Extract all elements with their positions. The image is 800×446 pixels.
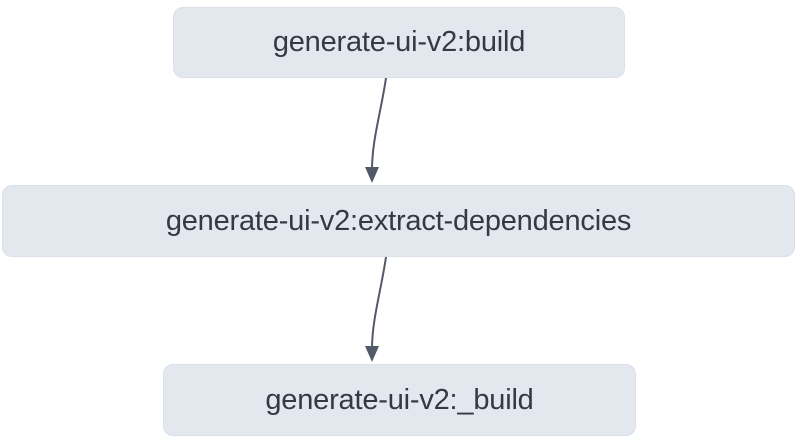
arrow-down-icon — [365, 167, 379, 183]
edge-extract-dependencies-to-_build[interactable] — [365, 256, 387, 362]
node-generate-ui-v2-_build[interactable]: generate-ui-v2:_build — [163, 364, 636, 436]
edge-path-build-to-extract-dependencies — [371, 77, 387, 171]
node-generate-ui-v2-build[interactable]: generate-ui-v2:build — [173, 7, 625, 78]
node-label: generate-ui-v2:extract-dependencies — [165, 204, 632, 237]
arrow-down-icon — [365, 346, 379, 362]
node-label: generate-ui-v2:build — [272, 26, 526, 58]
node-generate-ui-v2-extract-dependencies[interactable]: generate-ui-v2:extract-dependencies — [2, 185, 795, 257]
edge-path-extract-dependencies-to-_build — [371, 256, 387, 350]
node-label: generate-ui-v2:_build — [265, 383, 534, 416]
edge-build-to-extract-dependencies[interactable] — [365, 77, 387, 183]
